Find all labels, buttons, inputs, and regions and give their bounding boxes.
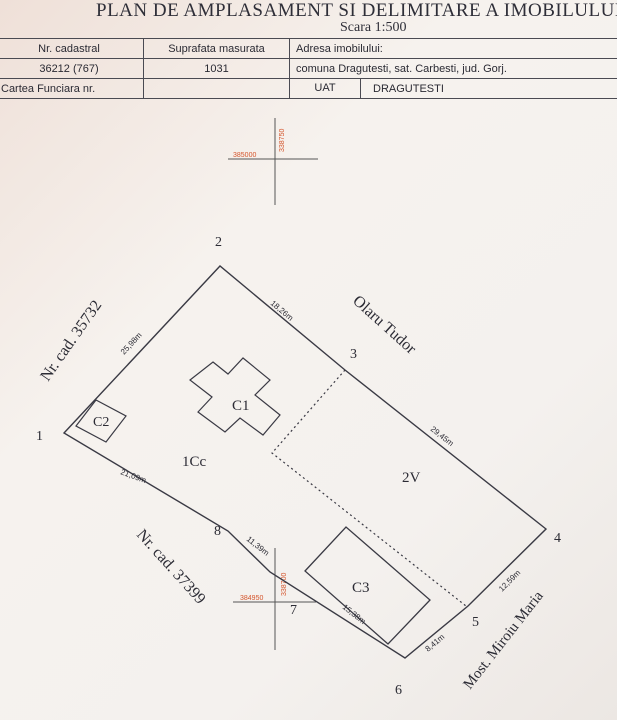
point-label-3: 3 [350, 347, 357, 362]
point-label-7: 7 [290, 603, 297, 618]
measure-3-4: 29,45m [429, 424, 456, 448]
document-title: PLAN DE AMPLASAMENT SI DELIMITARE A IMOB… [96, 0, 617, 21]
measure-8-1: 21,09m [119, 467, 147, 485]
building-c1-outline [189, 357, 281, 436]
scale-label: Scara 1:500 [340, 20, 407, 35]
building-c2-outline [75, 399, 127, 443]
uat-cell: UAT DRAGUTESTI [289, 78, 617, 99]
point-label-6: 6 [395, 683, 402, 698]
uat-value: DRAGUTESTI [373, 82, 444, 95]
point-label-4: 4 [554, 531, 561, 546]
info-table: Nr. cadastral Suprafata masurata Adresa … [0, 38, 617, 99]
point-label-5: 5 [472, 615, 479, 630]
zone-divider [271, 369, 467, 607]
measure-2-3: 18,26m [269, 299, 295, 323]
grid-y-label-top: 338750 [279, 129, 286, 152]
point-label-1: 1 [36, 429, 43, 444]
uat-label: UAT [290, 79, 361, 98]
neighbor-southeast: Most. Miroiu Maria [461, 588, 547, 692]
table-uat-row: Cartea Funciara nr. UAT DRAGUTESTI [0, 78, 617, 99]
measure-5-6: 8,41m [424, 632, 447, 653]
value-adresa: comuna Dragutesti, sat. Carbesti, jud. G… [289, 58, 617, 79]
point-label-8: 8 [214, 524, 221, 539]
grid-y-label-bottom: 338700 [281, 573, 288, 596]
neighbor-southwest: Nr. cad. 37399 [133, 526, 209, 607]
grid-x-label-bottom: 384950 [240, 595, 263, 602]
neighbor-northwest: Nr. cad. 35732 [37, 297, 105, 384]
parcel-boundary [62, 265, 548, 659]
grid-marker-bottom: 384950 338700 [233, 548, 316, 650]
grid-marker-top: 385000 338750 [228, 118, 318, 205]
zone-1cc-label: 1Cc [182, 454, 207, 470]
zone-2v-label: 2V [402, 470, 421, 486]
measure-4-5: 12,59m [497, 568, 522, 593]
building-c3-label: C3 [352, 580, 370, 596]
measure-6-7: 15,38m [341, 602, 368, 626]
neighbor-northeast: Olaru Tudor [349, 292, 419, 358]
table-header-row: Nr. cadastral Suprafata masurata Adresa … [0, 38, 617, 59]
building-c2-label: C2 [93, 415, 109, 430]
point-label-2: 2 [215, 235, 222, 250]
carte-funciara-label: Cartea Funciara nr. [0, 78, 144, 99]
header-adresa: Adresa imobilului: [289, 38, 617, 59]
header-nr-cadastral: Nr. cadastral [0, 38, 144, 59]
grid-x-label-top: 385000 [233, 152, 256, 159]
building-c3-outline [304, 526, 431, 645]
building-c1-label: C1 [232, 398, 250, 414]
measure-7-8: 11,39m [245, 534, 271, 557]
table-value-row: 36212 (767) 1031 comuna Dragutesti, sat.… [0, 58, 617, 79]
